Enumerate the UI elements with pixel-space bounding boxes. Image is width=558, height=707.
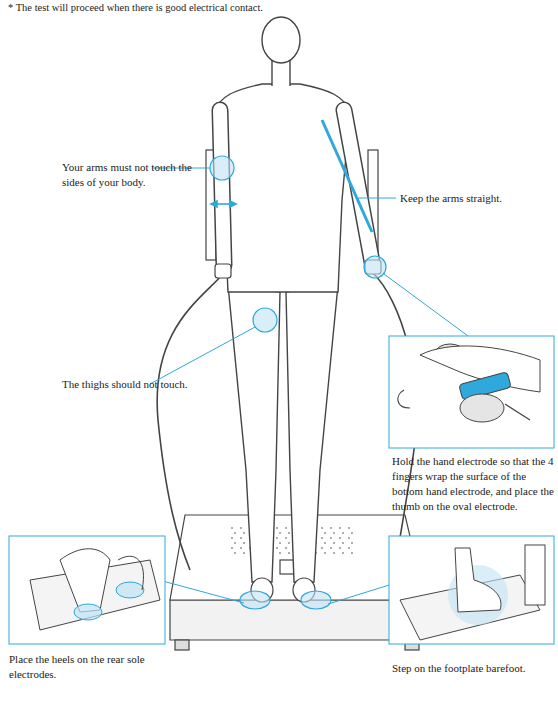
grid-dot — [288, 542, 290, 544]
grid-dot — [285, 547, 287, 549]
torso — [214, 84, 350, 292]
grid-dot — [240, 547, 242, 549]
gap-arrow — [211, 201, 236, 207]
grid-dot — [234, 532, 236, 534]
grid-dot — [348, 537, 350, 539]
callout-label: Hold the hand electrode so that the 4 fi… — [392, 454, 556, 513]
grid-dot — [348, 547, 350, 549]
callout-label: Your arms must not touch the sides of yo… — [62, 160, 212, 190]
grid-dot — [276, 547, 278, 549]
grid-dot — [234, 552, 236, 554]
arms — [220, 110, 372, 265]
grid-dot — [288, 552, 290, 554]
grid-dot — [339, 537, 341, 539]
grid-dot — [351, 552, 353, 554]
callout-label: Keep the arms straight. — [400, 191, 550, 206]
grid-dot — [351, 532, 353, 534]
barefoot-inset — [389, 536, 554, 644]
grid-dot — [324, 542, 326, 544]
grid-dot — [243, 542, 245, 544]
heel-inset — [9, 536, 165, 644]
grid-dot — [279, 552, 281, 554]
grid-dot — [342, 532, 344, 534]
highlight-circles — [210, 156, 386, 609]
grid-dot — [285, 537, 287, 539]
grid-dot — [276, 527, 278, 529]
grid-dot — [243, 532, 245, 534]
grid-dot — [339, 547, 341, 549]
grid-dot — [333, 542, 335, 544]
grid-dot — [321, 537, 323, 539]
grid-dot — [348, 527, 350, 529]
grid-dot — [279, 532, 281, 534]
grid-dot — [231, 527, 233, 529]
callout-label: The thighs should not touch. — [62, 377, 212, 392]
grid-dot — [276, 537, 278, 539]
grid-dot — [279, 542, 281, 544]
grid-dot — [288, 532, 290, 534]
legs — [228, 285, 338, 582]
hand-electrodes — [215, 260, 381, 278]
grid-dot — [324, 552, 326, 554]
grid-dot — [333, 532, 335, 534]
grid-dot — [342, 552, 344, 554]
grid-dot — [321, 547, 323, 549]
hand-inset — [389, 336, 554, 448]
head — [262, 17, 300, 88]
callout-label: Place the heels on the rear sole electro… — [9, 652, 169, 682]
grid-dot — [330, 537, 332, 539]
callout-label: Step on the footplate barefoot. — [392, 661, 556, 676]
footnote: * The test will proceed when there is go… — [8, 1, 548, 15]
grid-dot — [321, 527, 323, 529]
grid-dot — [333, 552, 335, 554]
grid-dot — [231, 547, 233, 549]
grid-dot — [330, 547, 332, 549]
straight-arm-marker — [322, 120, 372, 232]
grid-dot — [324, 532, 326, 534]
grid-dot — [351, 542, 353, 544]
grid-dot — [285, 527, 287, 529]
grid-dot — [240, 527, 242, 529]
grid-dot — [330, 527, 332, 529]
grid-dot — [339, 527, 341, 529]
grid-dot — [231, 537, 233, 539]
grid-dot — [243, 552, 245, 554]
grid-dot — [240, 537, 242, 539]
grid-dot — [342, 542, 344, 544]
grid-dot — [234, 542, 236, 544]
